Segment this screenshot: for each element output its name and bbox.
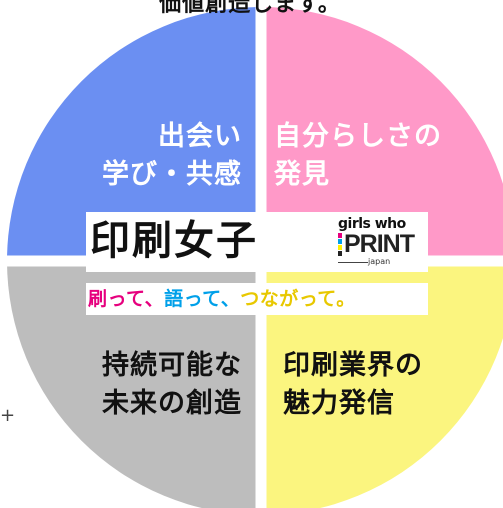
top-caption: 価値創造します。 <box>159 0 341 17</box>
tagline-part-print: 刷って、 <box>88 288 165 310</box>
girls-who-print-logo: girls who PRINT japan <box>338 216 424 268</box>
quadrant-label-future: 持続可能な 未来の創造 <box>62 347 242 423</box>
label-line: 持続可能な <box>102 350 242 381</box>
label-line: 学び・共感 <box>102 159 242 190</box>
label-line: 魅力発信 <box>283 388 395 419</box>
logo-line3: japan <box>368 257 391 266</box>
quadrant-label-encounter: 出会い 学び・共感 <box>82 118 242 194</box>
logo-stripes-icon <box>338 233 342 256</box>
quadrant-bottom-right <box>261 261 503 508</box>
logo-line2: PRINT <box>344 230 415 258</box>
label-line: 発見 <box>274 159 330 190</box>
center-banner <box>86 212 428 272</box>
logo-line1: girls who <box>338 216 406 232</box>
quadrant-top-right <box>261 7 503 261</box>
label-line: 印刷業界の <box>283 350 423 381</box>
tagline-part-talk: 語って、 <box>164 288 241 310</box>
quadrant-top-left <box>7 7 261 261</box>
margin-mark: + <box>0 405 16 426</box>
quadrant-label-appeal: 印刷業界の 魅力発信 <box>283 347 483 423</box>
quadrant-bottom-left <box>7 261 261 508</box>
tagline: 刷って、語って、つながって。 <box>88 285 356 313</box>
quadrant-label-discovery: 自分らしさの 発見 <box>274 118 474 194</box>
logo-underline <box>338 262 368 263</box>
brand-title: 印刷女子 <box>90 218 258 264</box>
label-line: 出会い <box>158 121 242 152</box>
label-line: 未来の創造 <box>102 388 242 419</box>
tagline-banner <box>86 283 428 315</box>
label-line: 自分らしさの <box>274 121 442 152</box>
tagline-part-connect: つながって。 <box>240 288 356 310</box>
